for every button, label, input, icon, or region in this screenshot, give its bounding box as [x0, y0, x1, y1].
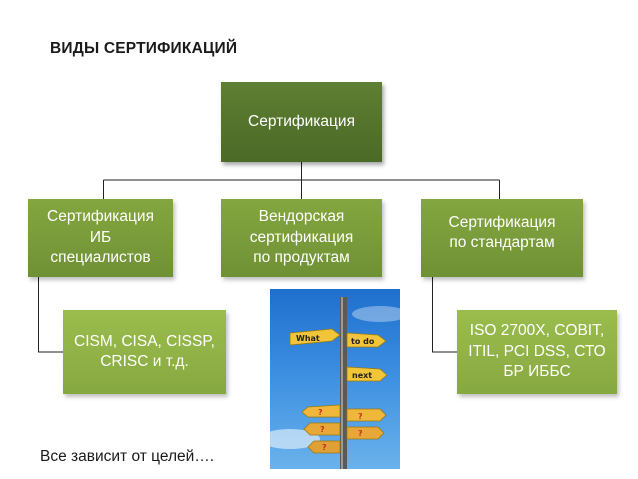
node-label-line: по стандартам — [449, 234, 555, 252]
node-label-line: Сертификация — [448, 214, 556, 231]
root-node-certification: Сертификация — [221, 82, 382, 162]
leaf-label-line: ITIL, PCI DSS, СТО — [468, 342, 606, 360]
sign-text: ? — [318, 408, 323, 417]
leaf-label-line: CRISC и т.д. — [100, 353, 189, 370]
node-specialist-certification: Сертификация ИБ специалистов — [28, 199, 173, 277]
node-label-line: Сертификация — [47, 208, 154, 226]
sign-text: What — [296, 334, 320, 343]
sign-text: next — [352, 371, 372, 380]
root-node-label: Сертификация — [248, 112, 355, 130]
node-label-line: сертификация — [249, 228, 354, 246]
sign-text: ? — [322, 443, 327, 452]
node-standards-certification: Сертификация по стандартам — [421, 199, 583, 277]
signpost-photo: What to do next ? ? ? ? ? — [270, 289, 400, 469]
node-vendor-certification: Вендорская сертификация по продуктам — [221, 199, 382, 277]
sign-text: to do — [351, 337, 375, 346]
leaf-label-line: БР ИББС — [503, 363, 571, 381]
sign-text: ? — [320, 425, 325, 434]
sign-text: ? — [358, 412, 363, 421]
slide-title: ВИДЫ СЕРТИФИКАЦИЙ — [50, 40, 238, 57]
leaf-label-line: CISM, CISA, CISSP, — [74, 332, 215, 350]
footer-note: Все зависит от целей…. — [40, 448, 215, 465]
node-label-line: Вендорская — [258, 208, 345, 226]
sign-text: ? — [358, 429, 363, 438]
node-label-line: ИБ — [89, 228, 112, 246]
leaf-label-line: ISO 2700X, COBIT, — [469, 322, 605, 340]
node-label-line: по продуктам — [253, 249, 350, 267]
node-label-line: специалистов — [50, 249, 151, 267]
leaf-standards-examples: ISO 2700X, COBIT, ITIL, PCI DSS, СТО БР … — [457, 310, 617, 394]
leaf-specialist-examples: CISM, CISA, CISSP, CRISC и т.д. — [63, 310, 226, 394]
signpost-icon: What to do next ? ? ? ? ? — [270, 297, 400, 469]
